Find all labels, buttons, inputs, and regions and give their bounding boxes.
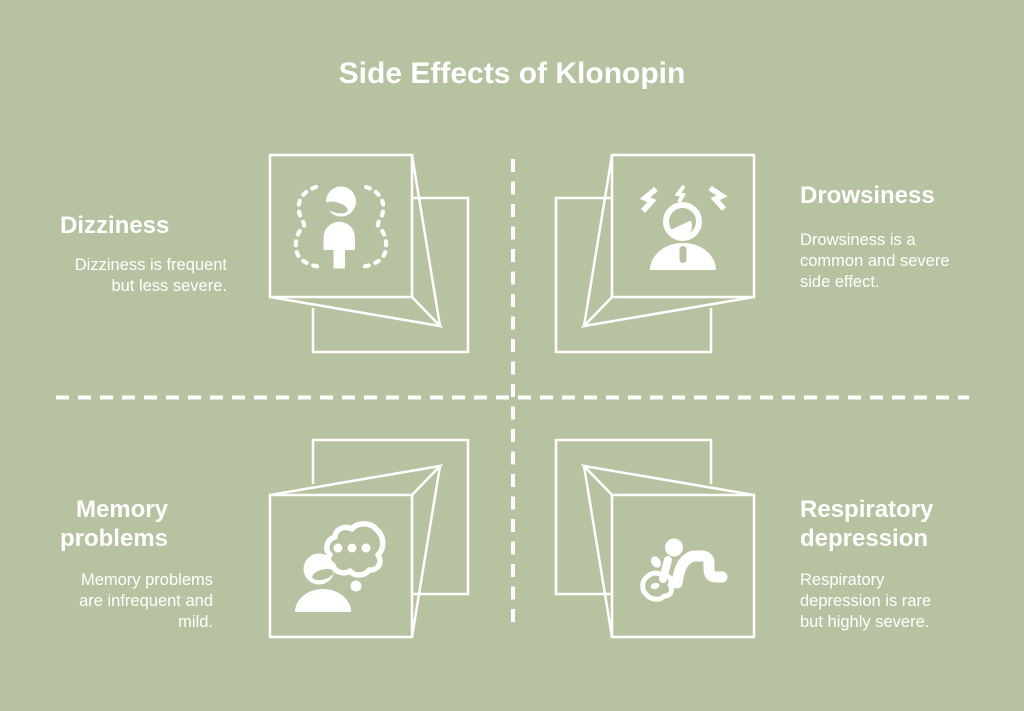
- respiratory-depression-heading: Respiratory depression: [800, 496, 934, 552]
- open-box-illustration-bottom-right: [554, 438, 756, 639]
- yawning-person-icon: [639, 184, 728, 270]
- thinking-person-icon: [295, 521, 386, 612]
- drowsiness-description: Drowsiness is a common and severe side e…: [800, 231, 950, 291]
- dizzy-person-icon: [293, 184, 389, 270]
- crawling-person-icon: [640, 538, 728, 602]
- open-box-illustration-top-left: [268, 153, 470, 354]
- quadrant-dividers: [56, 159, 969, 631]
- page-title: Side Effects of Klonopin: [338, 57, 686, 90]
- respiratory-depression-description: Respiratory depression is rare but highl…: [800, 571, 932, 631]
- dizziness-heading: Dizziness: [60, 212, 170, 239]
- open-box-illustration-top-right: [554, 153, 756, 354]
- dizziness-description: Dizziness is frequent but less severe.: [74, 256, 227, 295]
- drowsiness-heading: Drowsiness: [800, 182, 935, 209]
- memory-problems-description: Memory problems are infrequent and mild.: [79, 571, 213, 631]
- memory-problems-heading: Memory problems: [59, 496, 168, 552]
